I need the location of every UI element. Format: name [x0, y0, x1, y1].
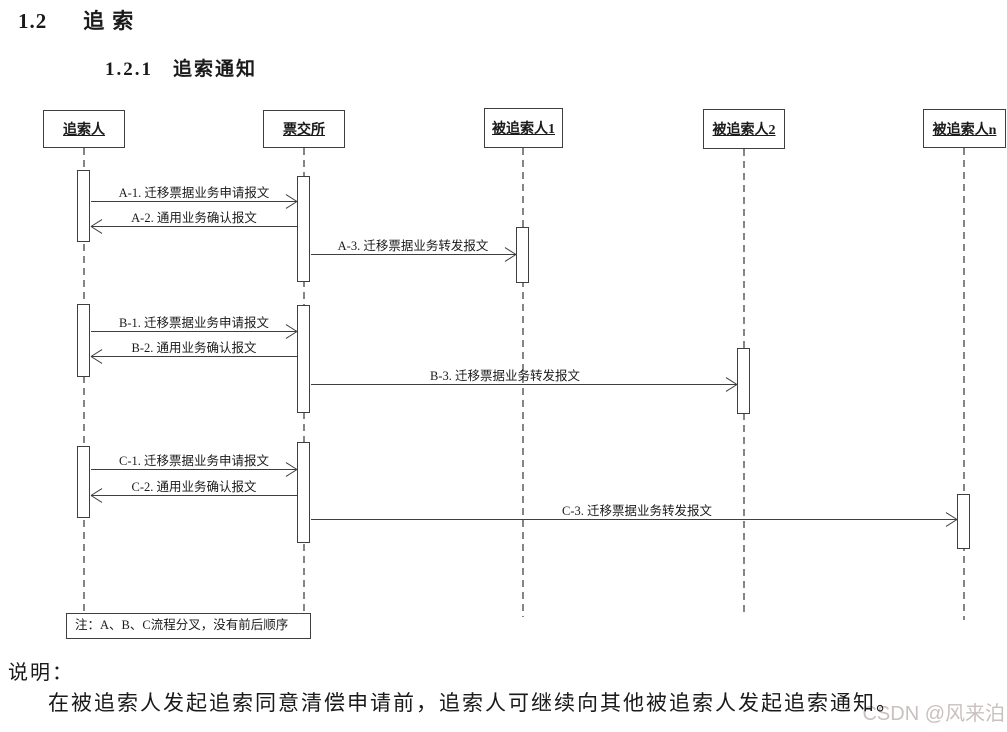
- message-label-a2: A-2. 通用业务确认报文: [131, 211, 257, 225]
- message-arrow-a1: [91, 201, 297, 202]
- message-label-c1: C-1. 迁移票据业务申请报文: [118, 454, 270, 468]
- activation-piaojiaosuo-b: [297, 305, 310, 413]
- actor-label: 被追索人n: [932, 122, 997, 138]
- message-arrow-a2: [91, 226, 297, 227]
- actor-beizhuisuoren1: 被追索人1: [484, 108, 563, 148]
- actor-beizhuisuorenn: 被追索人n: [923, 109, 1006, 148]
- actor-label: 追索人: [63, 123, 105, 138]
- message-arrow-b3: [311, 384, 737, 385]
- explanation-text: 在被追索人发起追索同意清偿申请前，追索人可继续向其他被追索人发起追索通知。: [48, 691, 899, 715]
- activation-zhuisuoren-a: [77, 170, 90, 242]
- explanation-label: 说明：: [8, 662, 74, 684]
- csdn-watermark: CSDN @风来泊: [862, 703, 1005, 725]
- message-label-a1: A-1. 迁移票据业务申请报文: [118, 186, 270, 200]
- actor-piaojiaosuo: 票交所: [263, 110, 345, 148]
- actor-label: 被追索人2: [712, 123, 776, 138]
- message-label-c2: C-2. 通用业务确认报文: [131, 480, 257, 494]
- activation-piaojiaosuo-a: [297, 176, 310, 282]
- message-arrow-b2: [91, 356, 297, 357]
- actor-beizhuisuoren2: 被追索人2: [703, 109, 785, 149]
- message-label-b1: B-1. 迁移票据业务申请报文: [118, 316, 270, 330]
- activation-zhuisuoren-c: [77, 446, 90, 518]
- section-title: 追索: [83, 9, 142, 33]
- message-arrow-c1: [91, 469, 297, 470]
- section-heading: 1.2 追索: [18, 5, 141, 35]
- diagram-note: 注：A、B、C流程分叉，没有前后顺序: [66, 613, 311, 639]
- activation-beizhuisuorenn: [957, 494, 970, 549]
- message-arrow-b1: [91, 331, 297, 332]
- activation-piaojiaosuo-c: [297, 442, 310, 543]
- message-arrow-c3: [311, 519, 957, 520]
- activation-beizhuisuoren1: [516, 227, 529, 283]
- activation-zhuisuoren-b: [77, 304, 90, 377]
- subsection-title: 追索通知: [173, 59, 258, 80]
- message-arrow-a3: [311, 254, 516, 255]
- subsection-heading: 1.2.1 追索通知: [105, 54, 257, 81]
- message-label-b2: B-2. 通用业务确认报文: [131, 341, 257, 355]
- message-label-c3: C-3. 迁移票据业务转发报文: [561, 504, 713, 518]
- activation-beizhuisuoren2: [737, 348, 750, 414]
- message-arrow-c2: [91, 495, 297, 496]
- subsection-number: 1.2.1: [105, 59, 153, 80]
- actor-label: 票交所: [283, 123, 325, 138]
- actor-zhuisuoren: 追索人: [43, 110, 125, 148]
- section-number: 1.2: [18, 9, 48, 33]
- actor-label: 被追索人1: [492, 122, 555, 137]
- message-label-b3: B-3. 迁移票据业务转发报文: [429, 369, 581, 383]
- message-label-a3: A-3. 迁移票据业务转发报文: [337, 239, 489, 253]
